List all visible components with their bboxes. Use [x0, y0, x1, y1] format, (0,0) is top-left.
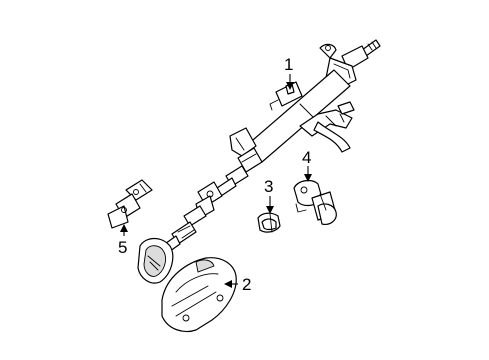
callout-4: 4 — [302, 148, 311, 167]
callout-5: 5 — [118, 238, 127, 257]
callout-2: 2 — [242, 275, 251, 294]
clip-part — [257, 212, 281, 233]
intermediate-shaft-joint — [107, 179, 153, 229]
switch-assembly — [293, 179, 337, 225]
steering-column-assembly — [161, 39, 381, 255]
lower-cover — [161, 257, 237, 333]
callout-1: 1 — [284, 55, 293, 74]
dust-boot — [137, 237, 174, 284]
callout-leaders — [120, 74, 312, 288]
callout-3: 3 — [264, 177, 273, 196]
